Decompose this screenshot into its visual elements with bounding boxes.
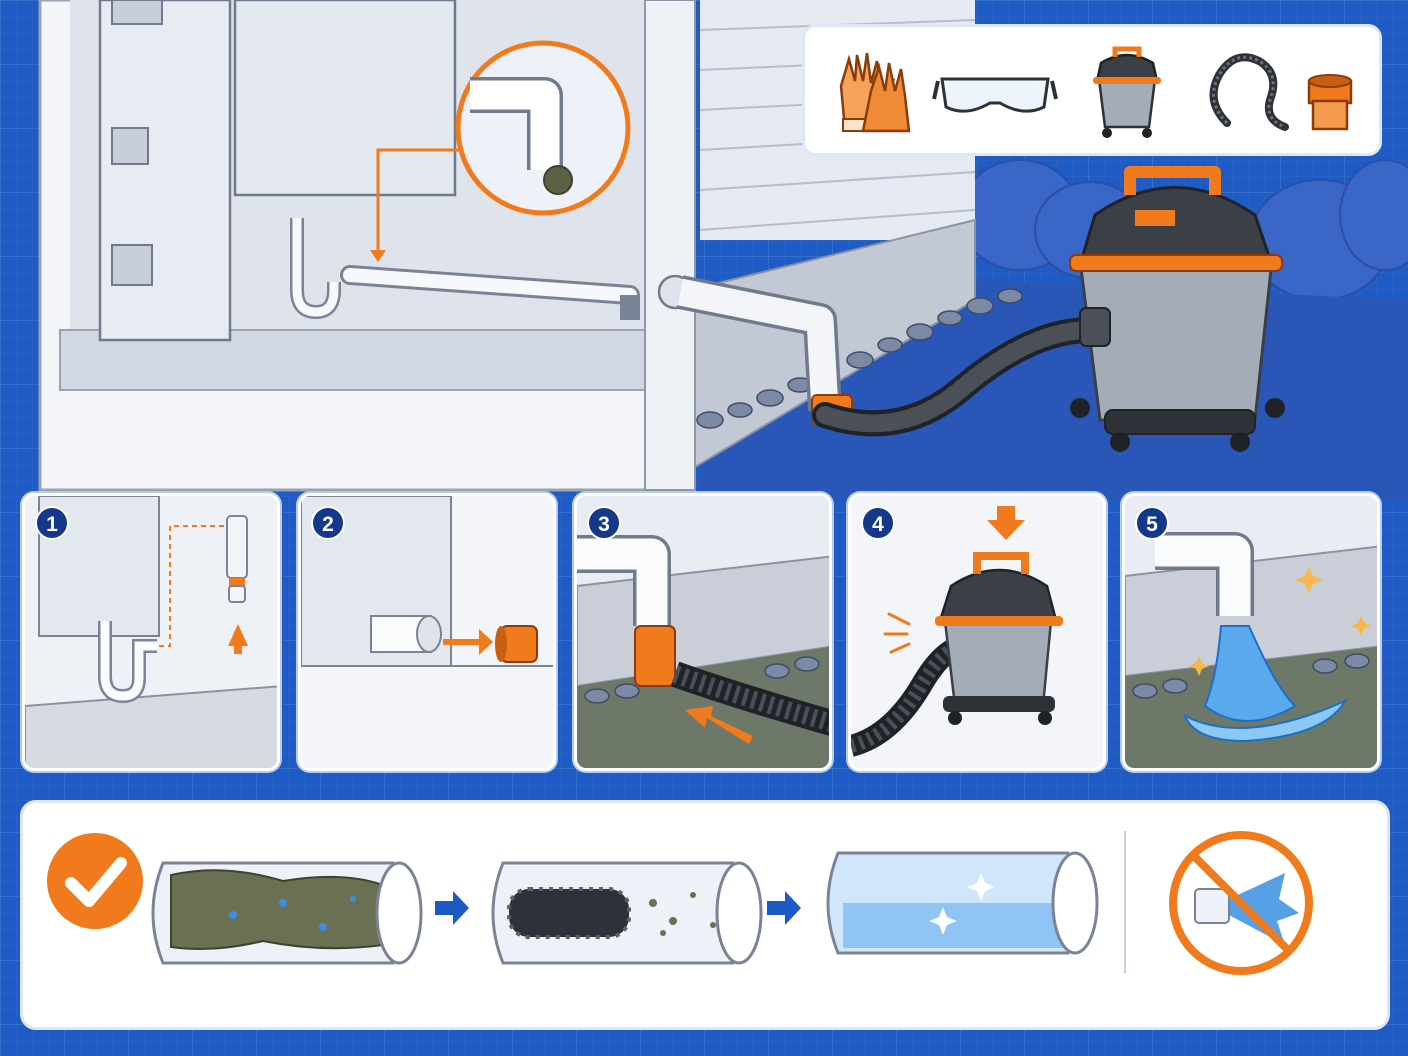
clog-comparison-panel [20, 800, 1390, 1030]
work-gloves-icon [839, 52, 911, 133]
step-3-panel: 3 [574, 493, 832, 771]
step-number-badge: 3 [587, 506, 621, 540]
hvac-unit-left [98, 0, 232, 342]
step-number-badge: 1 [35, 506, 69, 540]
clogged-pipe [151, 861, 423, 965]
step-number-badge: 4 [861, 506, 895, 540]
test-flow-illustration [1125, 496, 1377, 768]
exterior-drain-pipe [657, 274, 853, 426]
checkmark-icon [47, 833, 143, 929]
step-4-panel: 4 [848, 493, 1106, 771]
step-number-badge: 5 [1135, 506, 1169, 540]
arrow-right-icon [435, 891, 469, 925]
attach-adapter-illustration [301, 496, 553, 768]
hvac-unit-right [233, 0, 457, 197]
connect-hose-illustration [577, 496, 829, 768]
arrow-right-icon [767, 891, 801, 925]
step-1-panel: 1 [22, 493, 280, 771]
step-2-panel: 2 [298, 493, 556, 771]
tools-panel [802, 24, 1382, 156]
clog-callout [370, 40, 631, 262]
step-number-badge: 2 [311, 506, 345, 540]
flexible-hose-icon [1209, 53, 1289, 131]
main-scene-illustration [38, 0, 1408, 500]
step-5-panel: 5 [1122, 493, 1380, 771]
cleaning-pipe [491, 861, 763, 965]
no-high-pressure-water-icon [1169, 831, 1313, 975]
wet-dry-vacuum [812, 166, 1285, 452]
safety-glasses-icon [932, 77, 1058, 113]
pipe-adapter-icon [1307, 74, 1353, 131]
remove-cap-illustration [25, 496, 277, 768]
wet-dry-vacuum-icon [1093, 46, 1161, 138]
clean-pipe [826, 851, 1099, 955]
run-vacuum-illustration [851, 496, 1103, 768]
comparison-illustration [47, 831, 1313, 975]
